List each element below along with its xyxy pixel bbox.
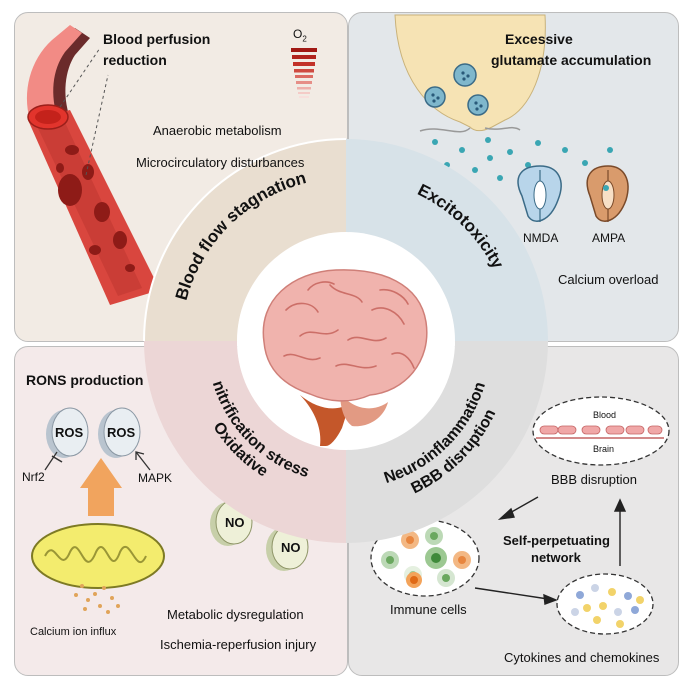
label-self-perpetuating: Self-perpetuating: [503, 533, 610, 548]
label-network: network: [531, 550, 581, 565]
oxygen-gradient-bars: [291, 48, 317, 98]
immune-cells-illustration: [370, 519, 480, 597]
label-blood: Blood: [593, 410, 617, 420]
blood-vessel-illustration: [26, 25, 160, 305]
label-nmda: NMDA: [523, 231, 559, 245]
brain-illustration: [262, 269, 428, 446]
label-ros-1: ROS: [55, 425, 84, 440]
title-blood-perfusion-line2: reduction: [103, 52, 167, 68]
label-no-2: NO: [281, 540, 301, 555]
label-brain: Brain: [593, 444, 615, 454]
item-calcium-overload: Calcium overload: [558, 272, 659, 287]
title-glutamate-line1: Excessive: [505, 31, 573, 47]
item-metabolic-dysregulation: Metabolic dysregulation: [167, 607, 304, 622]
title-rons-production: RONS production: [26, 372, 144, 388]
bbb-illustration: [532, 396, 670, 466]
title-glutamate-line2: glutamate accumulation: [491, 52, 652, 68]
ros-illustration: [44, 407, 151, 516]
label-ros-2: ROS: [107, 425, 136, 440]
network-arrows: [474, 496, 627, 605]
item-ischemia-reperfusion: Ischemia-reperfusion injury: [160, 637, 317, 652]
o2-label: O2: [293, 27, 307, 43]
label-nrf2: Nrf2: [22, 470, 45, 484]
label-ampa: AMPA: [592, 231, 626, 245]
o2-subscript: 2: [302, 34, 307, 44]
label-immune-cells: Immune cells: [390, 602, 467, 617]
label-no-1: NO: [225, 515, 245, 530]
label-cytokines-chemokines: Cytokines and chemokines: [504, 650, 660, 665]
title-blood-perfusion-line1: Blood perfusion: [103, 31, 211, 47]
cytokines-illustration: [556, 573, 654, 635]
synapse-illustration: [394, 14, 629, 222]
item-anaerobic-metabolism: Anaerobic metabolism: [153, 123, 282, 138]
o2-symbol: O: [293, 27, 303, 41]
label-mapk: MAPK: [138, 471, 173, 485]
label-calcium-ion-influx: Calcium ion influx: [30, 626, 117, 638]
label-bbb-disruption: BBB disruption: [551, 472, 637, 487]
item-microcirculatory-disturbances: Microcirculatory disturbances: [136, 155, 305, 170]
